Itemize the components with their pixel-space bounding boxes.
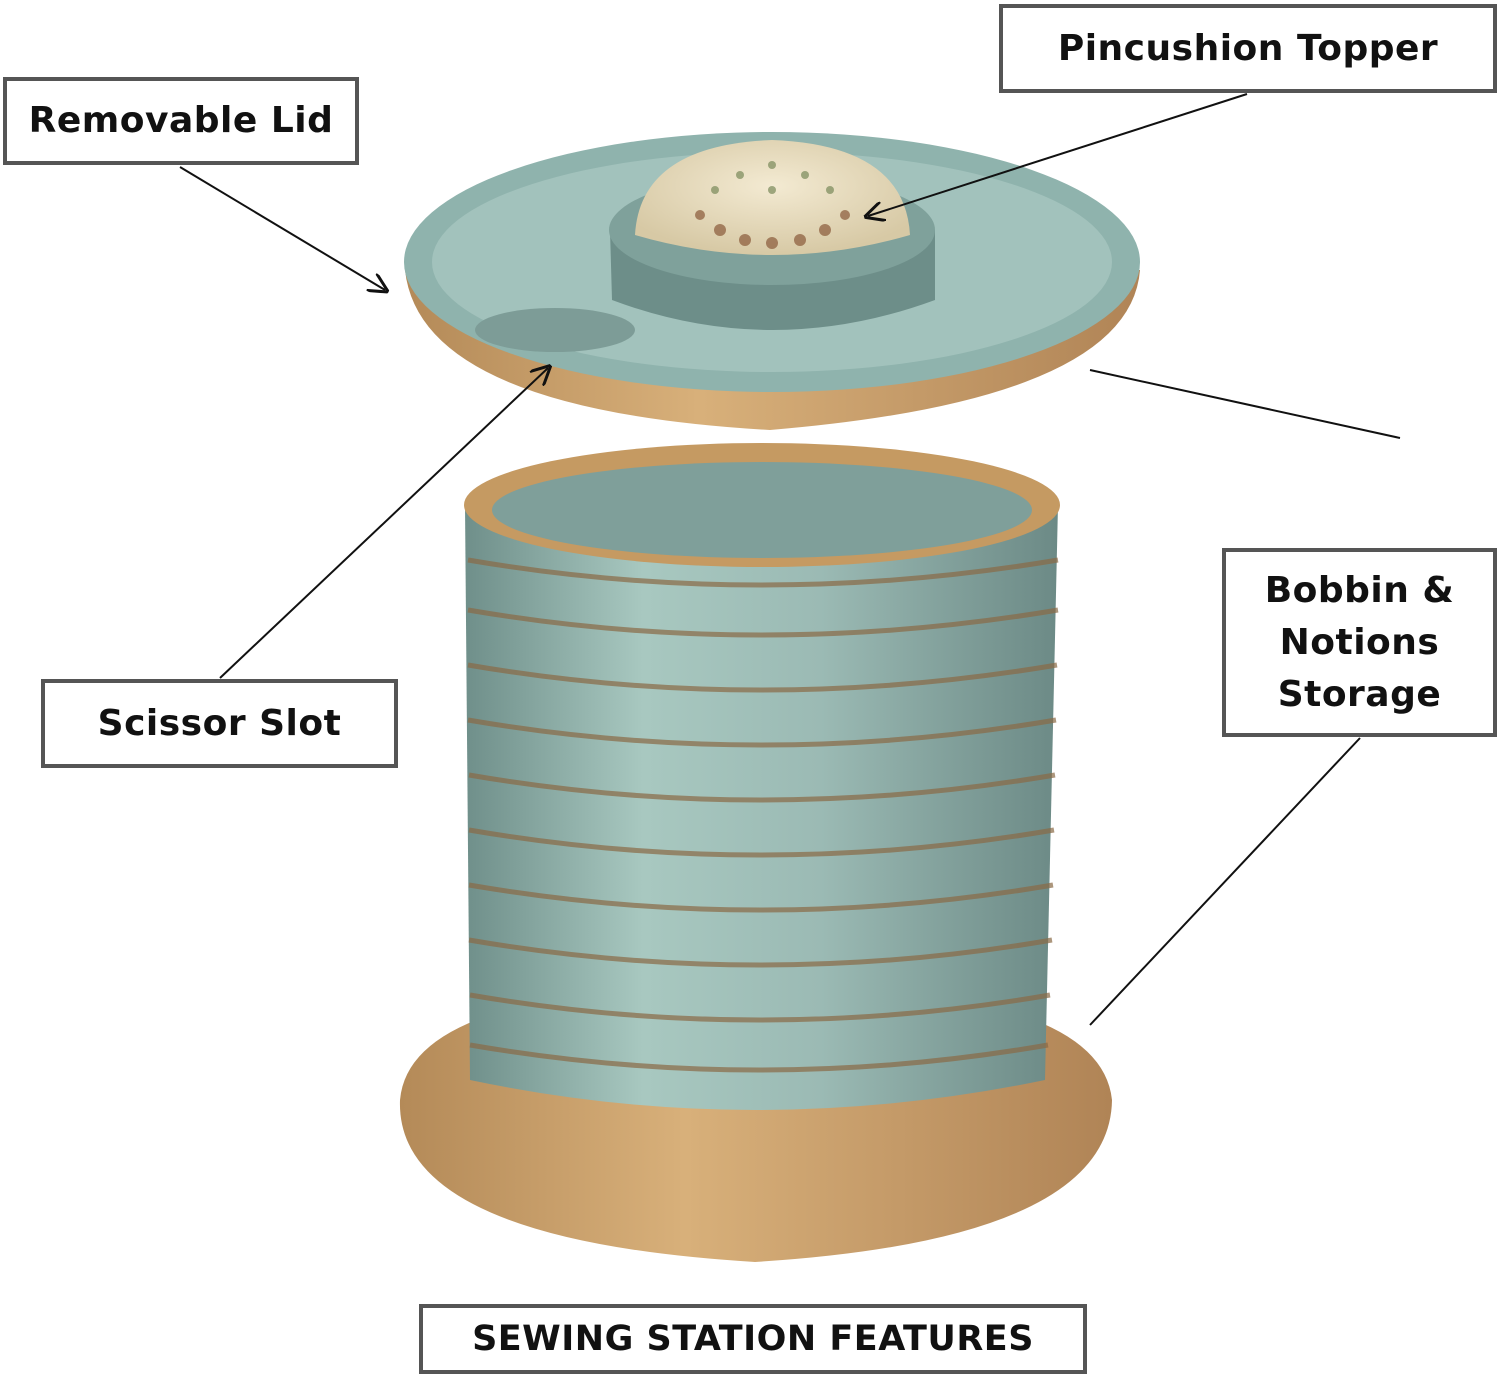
jar-body [464,443,1060,1110]
label-removable-lid: Removable Lid [3,77,359,165]
storage-line-1: Bobbin & [1264,569,1455,611]
title-sewing-station-features: SEWING STATION FEATURES [419,1304,1087,1374]
leader-lines [179,93,1401,1026]
lid [404,132,1140,430]
label-scissor-slot: Scissor Slot [41,679,398,768]
label-pincushion-topper: Pincushion Topper [999,4,1497,93]
label-bobbin-notions-storage: Bobbin & Notions Storage [1222,548,1497,737]
pincushion [635,140,910,255]
storage-line-2: Notions [1279,621,1440,663]
storage-line-3: Storage [1277,673,1442,715]
scissor-slot [475,308,635,352]
